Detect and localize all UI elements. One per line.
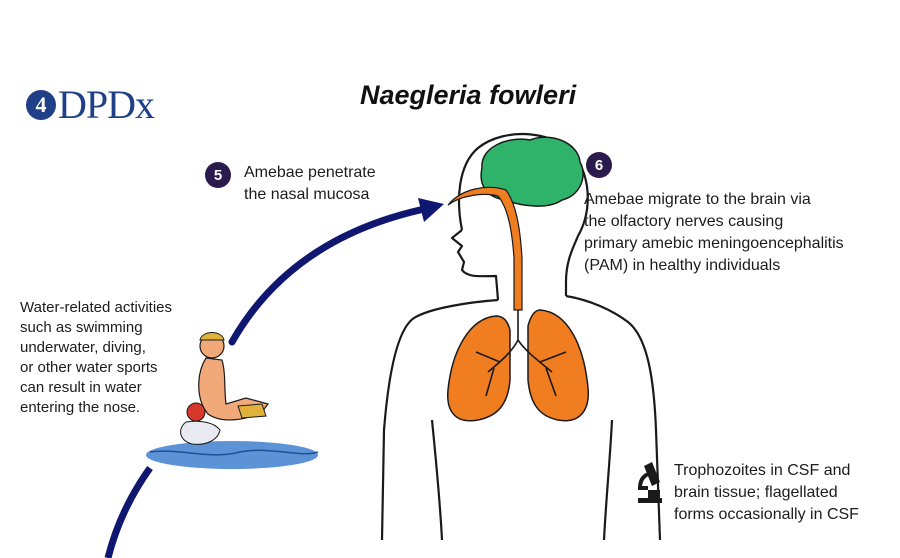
water-activities-line: underwater, diving, (20, 339, 146, 356)
diagnostic-line: brain tissue; flagellated (674, 484, 838, 501)
left-lung (447, 315, 511, 422)
logo-mark: 4 (26, 90, 56, 120)
step-6-badge: 6 (586, 152, 612, 178)
water-activities-line: can result in water (20, 379, 142, 396)
water-activities-line: such as swimming (20, 319, 143, 336)
water-activities-line: Water-related activities (20, 299, 172, 316)
transmission-arrow (228, 206, 424, 346)
step-5-text: Amebae penetrate the nasal mucosa (244, 162, 376, 206)
water-pool (146, 441, 318, 469)
step-5-line: Amebae penetrate (244, 164, 376, 181)
step-6-line: Amebae migrate to the brain via (584, 191, 811, 208)
microscope-icon (638, 462, 662, 503)
diagram-title: Naegleria fowleri (360, 80, 577, 110)
top-band (0, 0, 900, 34)
logo-text: DPDx (58, 82, 155, 127)
swimmer-illustration (146, 332, 319, 469)
water-activities-line: or other water sports (20, 359, 158, 376)
step-6-line: primary amebic meningoencephalitis (584, 235, 844, 252)
lower-arrow (104, 465, 153, 558)
transmission-arrowhead (418, 198, 444, 222)
water-activities-line: entering the nose. (20, 399, 141, 416)
human-body (380, 132, 662, 541)
step-6-line: the olfactory nerves causing (584, 213, 784, 230)
diagnostic-line: Trophozoites in CSF and (674, 462, 851, 479)
step-6-text: Amebae migrate to the brain via the olfa… (584, 189, 844, 277)
nasal-passage (447, 186, 523, 311)
step-6-line: (PAM) in healthy individuals (584, 257, 781, 274)
step-5-line: the nasal mucosa (244, 186, 370, 203)
step-5-badge: 5 (205, 162, 231, 188)
dpdx-logo: 4 DPDx (26, 82, 155, 128)
water-activities-text: Water-related activities such as swimmin… (20, 298, 172, 418)
bronchi (475, 310, 567, 397)
diagnostic-text: Trophozoites in CSF and brain tissue; fl… (674, 460, 859, 526)
diagnostic-line: forms occasionally in CSF (674, 506, 859, 523)
right-lung (527, 309, 589, 422)
